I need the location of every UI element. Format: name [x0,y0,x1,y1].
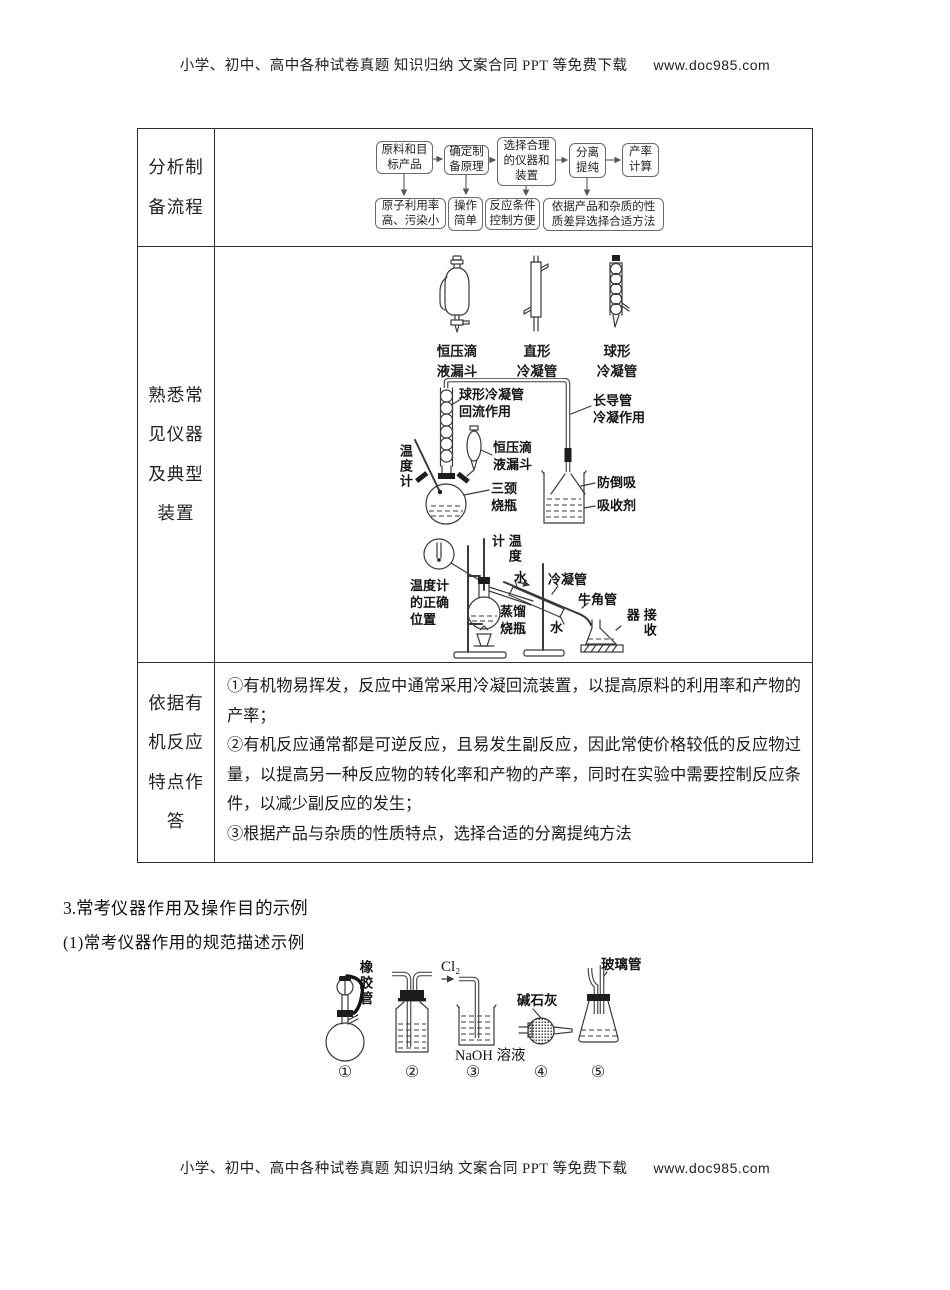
table-row-flow: 分析制 备流程 原料和 [138,129,812,246]
note-item-3: ③根据产品与杂质的性质特点，选择合适的分离提纯方法 [227,824,632,843]
reflux-apparatus-drawing [414,378,596,525]
flow-box-simple-ops: 操作 简单 [448,197,483,231]
summary-table: 分析制 备流程 原料和 [137,128,813,863]
label-anti-suckback: 防倒吸 [597,475,637,490]
label-rubber-tube: 橡胶管 [357,960,373,1007]
table-row-apparatus: 熟悉常 见仪器 及典型 装置 恒压滴 液漏斗 [138,246,812,662]
flow-box-atom-economy: 原子利用率 高、污染小 [375,198,446,229]
label-water-in: 水 [514,570,528,585]
row1-content: 原料和目 标产品 确定制 备原理 选择合理 的仪器和 装置 分离 提纯 产率 计… [215,129,812,246]
preparation-flowchart: 原料和目 标产品 确定制 备原理 选择合理 的仪器和 装置 分离 提纯 产率 计… [374,135,674,239]
header-url: www.doc985.com [653,57,771,73]
apparatus-number-1: ① [337,1064,353,1081]
notes-text: ①有机物易挥发，反应中通常采用冷凝回流装置，以提高原料的利用率和产物的产率； ②… [215,663,812,850]
row2-label: 熟悉常 见仪器 及典型 装置 [138,247,215,662]
page-header: 小学、初中、高中各种试卷真题 知识归纳 文案合同 PPT 等免费下载 www.do… [0,54,950,75]
flowchart-arrows [400,155,622,197]
label-cl2: Cl₂ [441,959,461,975]
apparatus-number-3: ③ [465,1064,481,1081]
pressure-funnel-drawing [439,255,470,333]
footer-text: 小学、初中、高中各种试卷真题 知识归纳 文案合同 PPT 等免费下载 [179,1161,628,1177]
figure-ball-condenser: 球形 冷凝管 [588,255,646,381]
row3-label: 依据有 机反应 特点作 答 [138,663,215,862]
label-adapter: 牛角管 [578,592,618,607]
label-distillation-flask: 蒸馏 烧瓶 [500,604,527,636]
label-three-neck-flask: 三颈 烧瓶 [491,481,518,513]
row2-content: 恒压滴 液漏斗 直形 冷凝管 [215,247,812,662]
section-heading-main: 仪器作用及操作目 [111,899,256,918]
ball-condenser-drawing [609,255,630,328]
label-thermometer-distill: 温度计 [489,534,522,564]
note-item-2: ②有机反应通常都是可逆反应，且易发生副反应，因此常使价格较低的反应物过量，以提高… [227,736,801,814]
flow-box-principle: 确定制 备原理 [444,145,489,175]
flow-box-separation: 分离 提纯 [569,143,606,178]
apparatus-number-4: ④ [533,1064,549,1081]
page-footer: 小学、初中、高中各种试卷真题 知识归纳 文案合同 PPT 等免费下载 www.do… [0,1157,950,1178]
distillation-apparatus: 温度计 温度计 的正确 位置 水 冷凝管 牛角管 蒸馏 烧瓶 水 接收器 [400,534,657,662]
table-row-notes: 依据有 机反应 特点作 答 ①有机物易挥发，反应中通常采用冷凝回流装置，以提高原… [138,662,812,862]
apparatus-number-5: ⑤ [590,1064,606,1081]
section-subheading: (1)常考仪器作用的规范描述示例 [63,933,305,952]
pressure-funnel-caption: 恒压滴 液漏斗 [436,344,478,379]
section-heading-suffix: 的示例 [255,898,308,918]
row1-label: 分析制 备流程 [138,129,215,246]
label-glass-tube: 玻璃管 [601,957,642,972]
straight-condenser-caption: 直形 冷凝管 [516,344,558,379]
header-text: 小学、初中、高中各种试卷真题 知识归纳 文案合同 PPT 等免费下载 [179,58,628,74]
section-heading-prefix: 3.常考 [63,898,112,918]
flow-box-equipment: 选择合理 的仪器和 装置 [497,137,556,186]
figure-straight-condenser: 直形 冷凝管 [508,255,566,381]
label-thermometer-position: 温度计 的正确 位置 [410,578,450,627]
glassware-trio: 恒压滴 液漏斗 直形 冷凝管 [428,255,646,381]
apparatus-examples-drawing [325,965,619,1062]
flow-box-method-choice: 依据产品和杂质的性 质差异选择合适方法 [543,198,664,231]
apparatus-examples: 橡胶管 Cl₂ NaOH 溶液 碱石灰 玻璃管 ① ② ③ ④ ⑤ [283,952,678,1092]
label-condenser-distill: 冷凝管 [548,572,588,587]
note-item-1: ①有机物易挥发，反应中通常采用冷凝回流装置，以提高原料的利用率和产物的产率； [227,677,801,725]
ball-condenser-caption: 球形 冷凝管 [596,344,638,379]
row3-content: ①有机物易挥发，反应中通常采用冷凝回流装置，以提高原料的利用率和产物的产率； ②… [215,663,812,862]
flow-box-materials: 原料和目 标产品 [376,141,433,174]
figure-pressure-funnel: 恒压滴 液漏斗 [428,255,486,381]
label-naoh-solution: NaOH 溶液 [455,1048,526,1064]
label-pressure-funnel-reflux: 恒压滴 液漏斗 [493,440,533,472]
reflux-apparatus: 球形冷凝管 回流作用 长导管 冷凝作用 温度计 恒压滴 液漏斗 三颈 烧瓶 防倒… [395,378,715,534]
label-ball-condenser-reflux: 球形冷凝管 回流作用 [459,387,525,419]
section-heading: 3.常考仪器作用及操作目的示例 [63,894,308,920]
label-receiver: 接收器 [624,608,657,638]
footer-url: www.doc985.com [653,1160,771,1176]
label-long-tube: 长导管 冷凝作用 [593,393,646,425]
label-thermometer-reflux: 温度计 [397,444,413,489]
label-soda-lime: 碱石灰 [517,993,558,1008]
distillation-apparatus-drawing [423,538,624,659]
apparatus-number-2: ② [404,1064,420,1081]
flow-box-yield: 产率 计算 [622,143,659,177]
flow-box-conditions: 反应条件 控制方便 [485,198,540,230]
label-water-out: 水 [550,620,564,635]
label-absorbent: 吸收剂 [597,498,637,513]
straight-condenser-drawing [523,255,549,332]
